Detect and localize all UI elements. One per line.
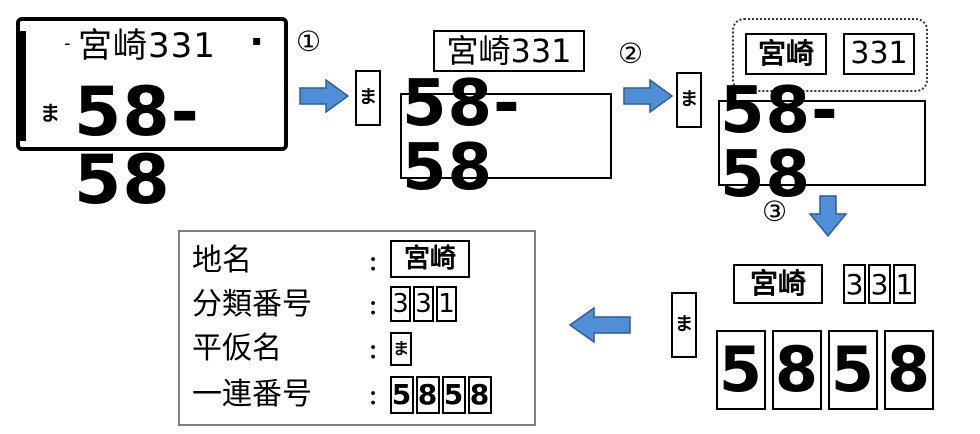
- result-colon: :: [368, 287, 379, 322]
- result-label-hiragana: 平仮名: [192, 331, 282, 366]
- stage2-class: 331: [850, 36, 908, 71]
- plate-bolt-dot: ▪: [252, 33, 262, 49]
- stage2-serial-box: 58-58: [718, 79, 926, 207]
- arrow-left-icon: [568, 306, 631, 344]
- result-class-digit-cell: 3: [390, 286, 411, 322]
- plate-left-edge-shadow: [16, 31, 26, 141]
- stage3-hiragana: ま: [675, 314, 693, 335]
- stage2-region-box: 宮崎: [745, 33, 827, 75]
- serial-digit-cell: 8: [884, 330, 934, 410]
- serial-digit: 8: [886, 333, 932, 406]
- stage3-region: 宮崎: [749, 267, 806, 300]
- result-serial-cells: 5 8 5 8: [390, 376, 492, 414]
- serial-digit: 5: [830, 333, 876, 406]
- result-region: 宮崎: [403, 244, 456, 274]
- serial-digit: 5: [718, 333, 764, 406]
- arrow-down-icon: [808, 195, 848, 238]
- result-class-digit: 3: [392, 289, 409, 319]
- stage1-region-class: 宮崎331: [446, 32, 572, 70]
- serial-digit-cell: 5: [828, 330, 878, 410]
- stage3-region-box: 宮崎: [733, 264, 823, 304]
- stage2-class-box: 331: [843, 33, 915, 75]
- serial-digit-cell: 5: [716, 330, 766, 410]
- result-serial-digit-cell: 8: [468, 376, 492, 414]
- arrow-right-icon: [623, 78, 674, 114]
- stage1-serial: 58-58: [402, 67, 521, 205]
- stage3-serial-cells: 5 8 5 8: [716, 330, 934, 410]
- stage2-dotted-group: [732, 18, 928, 92]
- stage1-serial-box: 58-58: [400, 72, 612, 200]
- stage3-class-cells: 3 3 1: [843, 264, 916, 304]
- result-serial-digit: 8: [469, 378, 491, 411]
- serial-digit: 8: [774, 333, 820, 406]
- result-region-box: 宮崎: [390, 240, 470, 278]
- stage3-hiragana-box: ま: [671, 292, 697, 358]
- class-digit-cell: 3: [868, 264, 891, 304]
- stage2-hiragana-box: ま: [676, 72, 702, 128]
- result-serial-digit-cell: 5: [390, 376, 414, 414]
- result-colon: :: [368, 377, 379, 412]
- result-serial-digit: 8: [417, 378, 439, 411]
- step-three-label: ③: [762, 195, 788, 228]
- result-class-cells: 3 3 1: [390, 286, 457, 322]
- result-label-serial: 一連番号: [192, 377, 312, 412]
- stage2-region: 宮崎: [757, 37, 814, 70]
- stage1-hiragana: ま: [359, 87, 377, 108]
- stage1-region-class-box: 宮崎331: [433, 30, 585, 72]
- arrow-right-icon: [299, 78, 350, 114]
- step-one-label: ①: [296, 25, 322, 58]
- result-serial-digit-cell: 8: [416, 376, 440, 414]
- stage2-serial: 58-58: [720, 74, 839, 212]
- class-digit: 3: [845, 267, 864, 301]
- original-plate: - 宮崎331 ▪ ま 58-58: [16, 17, 288, 215]
- result-class-digit-cell: 1: [436, 286, 457, 322]
- original-region-class: 宮崎331: [78, 26, 216, 66]
- result-class-digit: 3: [415, 289, 432, 319]
- result-label-region: 地名: [192, 243, 252, 278]
- class-digit: 1: [895, 267, 914, 301]
- result-serial-digit: 5: [391, 378, 413, 411]
- result-hiragana: ま: [392, 339, 409, 358]
- class-digit-cell: 1: [893, 264, 916, 304]
- result-class-digit: 1: [438, 289, 455, 319]
- step-two-label: ②: [618, 37, 644, 70]
- stage2-hiragana: ま: [680, 89, 698, 110]
- result-colon: :: [368, 331, 379, 366]
- stage1-hiragana-box: ま: [355, 70, 381, 126]
- serial-digit-cell: 8: [772, 330, 822, 410]
- result-colon: :: [368, 243, 379, 278]
- result-class-digit-cell: 3: [413, 286, 434, 322]
- class-digit: 3: [870, 267, 889, 301]
- original-serial: 58-58: [74, 73, 200, 220]
- plate-dash-mark: -: [64, 33, 71, 54]
- result-serial-digit-cell: 5: [442, 376, 466, 414]
- result-hiragana-box: ま: [390, 332, 412, 366]
- result-serial-digit: 5: [443, 378, 465, 411]
- class-digit-cell: 3: [843, 264, 866, 304]
- result-label-class: 分類番号: [192, 287, 312, 322]
- original-hiragana: ま: [40, 101, 60, 125]
